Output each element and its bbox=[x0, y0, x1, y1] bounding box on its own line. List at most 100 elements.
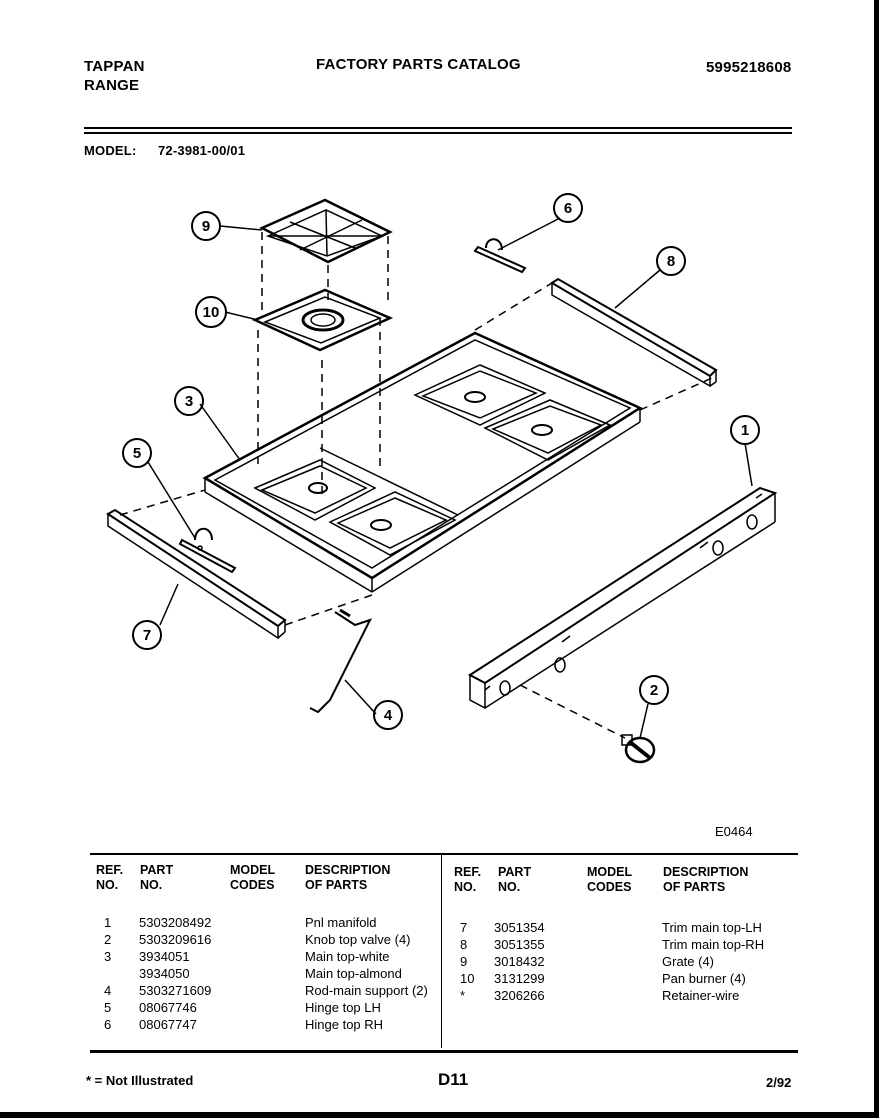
callout-10-marker: 10 bbox=[195, 296, 227, 328]
left-header-ref: REF.NO. bbox=[96, 863, 124, 892]
table-row: 3051354 bbox=[494, 920, 545, 935]
table-row: 5303208492 bbox=[139, 915, 212, 930]
callout-3-label: 3 bbox=[185, 393, 193, 410]
table-row: Trim main top-RH bbox=[662, 937, 765, 952]
exploded-parts-diagram: 9 10 3 5 7 6 8 1 2 4 bbox=[106, 193, 778, 764]
callout-1-marker: 1 bbox=[730, 415, 760, 445]
hinge-right-part bbox=[473, 238, 527, 274]
callout-5-label: 5 bbox=[133, 445, 141, 462]
right-header-ref: REF.NO. bbox=[454, 865, 482, 894]
model-label: MODEL: bbox=[84, 143, 137, 158]
main-top-part bbox=[202, 331, 643, 593]
table-row: 08067746 bbox=[139, 1000, 197, 1015]
left-ref-column: 1 2 3 4 5 6 bbox=[104, 914, 134, 1033]
trim-guide-lines bbox=[119, 282, 713, 626]
table-row: Pnl manifold bbox=[305, 915, 377, 930]
callout-8-marker: 8 bbox=[656, 246, 686, 276]
callout-9-label: 9 bbox=[202, 218, 210, 235]
trim-left-part bbox=[106, 508, 287, 640]
left-part-column: 5303208492 5303209616 3934051 3934050 53… bbox=[139, 914, 289, 1033]
callout-markers: 9 10 3 5 7 6 8 1 2 4 bbox=[122, 193, 760, 730]
table-row: 3 bbox=[104, 949, 112, 964]
callout-5-marker: 5 bbox=[122, 438, 152, 468]
footer-date: 2/92 bbox=[766, 1075, 792, 1090]
callout-1-label: 1 bbox=[741, 422, 749, 439]
table-row: 2 bbox=[104, 932, 112, 947]
callout-10-label: 10 bbox=[203, 304, 220, 321]
table-row: 6 bbox=[104, 1017, 112, 1032]
drawing-code: E0464 bbox=[715, 824, 753, 839]
manifold-panel-part bbox=[468, 486, 778, 710]
table-row: 08067747 bbox=[139, 1017, 197, 1032]
table-row: * bbox=[460, 988, 466, 1003]
trim-right-part bbox=[550, 277, 718, 388]
table-row: 8 bbox=[460, 937, 468, 952]
callout-7-label: 7 bbox=[143, 627, 151, 644]
table-row: Trim main top-LH bbox=[662, 920, 762, 935]
table-row: 10 bbox=[460, 971, 475, 986]
left-desc-column: Pnl manifold Knob top valve (4) Main top… bbox=[305, 914, 440, 1033]
table-row: 7 bbox=[460, 920, 468, 935]
right-ref-column: 7 8 9 10 * bbox=[460, 919, 490, 1004]
callout-4-label: 4 bbox=[384, 707, 393, 724]
table-row: Knob top valve (4) bbox=[305, 932, 411, 947]
brand-line-1: TAPPAN bbox=[84, 58, 145, 75]
table-row: Main top-almond bbox=[305, 966, 402, 981]
catalog-number: 5995218608 bbox=[706, 59, 792, 76]
callout-2-marker: 2 bbox=[639, 675, 669, 705]
table-row: 5303209616 bbox=[139, 932, 212, 947]
right-desc-column: Trim main top-LH Trim main top-RH Grate … bbox=[662, 919, 792, 1004]
footer-note: * = Not Illustrated bbox=[86, 1073, 194, 1088]
header-rule-top bbox=[84, 127, 792, 129]
callout-4-marker: 4 bbox=[373, 700, 403, 730]
callout-7-marker: 7 bbox=[132, 620, 162, 650]
table-row: 5 bbox=[104, 1000, 112, 1015]
table-row: Rod-main support (2) bbox=[305, 983, 428, 998]
right-part-column: 3051354 3051355 3018432 3131299 3206266 bbox=[494, 919, 644, 1004]
table-row: 3131299 bbox=[494, 971, 545, 986]
hinge-left-part bbox=[178, 527, 237, 574]
model-value: 72-3981-00/01 bbox=[158, 143, 246, 158]
catalog-title: FACTORY PARTS CATALOG bbox=[316, 56, 521, 73]
table-rule-top bbox=[90, 853, 798, 855]
table-row: 3206266 bbox=[494, 988, 545, 1003]
table-row: 4 bbox=[104, 983, 112, 998]
callout-6-label: 6 bbox=[564, 200, 572, 217]
header-rule-bottom bbox=[84, 132, 792, 134]
grate-guide-lines bbox=[257, 232, 389, 500]
callout-6-marker: 6 bbox=[553, 193, 583, 223]
table-row: Retainer-wire bbox=[662, 988, 740, 1003]
support-rod-part bbox=[309, 608, 372, 714]
callout-leaders bbox=[147, 217, 753, 739]
table-row: Main top-white bbox=[305, 949, 390, 964]
knob-part bbox=[519, 684, 656, 764]
table-rule-bottom bbox=[90, 1050, 798, 1053]
table-divider bbox=[441, 855, 442, 1048]
table-row: Grate (4) bbox=[662, 954, 715, 969]
callout-9-marker: 9 bbox=[191, 211, 221, 241]
table-row: 1 bbox=[104, 915, 112, 930]
table-row: Pan burner (4) bbox=[662, 971, 746, 986]
callout-8-label: 8 bbox=[667, 253, 675, 270]
table-row: Hinge top RH bbox=[305, 1017, 384, 1032]
grate-part bbox=[259, 198, 393, 264]
callout-2-label: 2 bbox=[650, 682, 658, 699]
callout-3-marker: 3 bbox=[174, 386, 204, 416]
brand-line-2: RANGE bbox=[84, 77, 140, 94]
table-row: 3934051 bbox=[139, 949, 190, 964]
table-row: Hinge top LH bbox=[305, 1000, 381, 1015]
table-row: 5303271609 bbox=[139, 983, 212, 998]
table-row: 3051355 bbox=[494, 937, 545, 952]
table-row bbox=[104, 965, 134, 982]
table-row: 3018432 bbox=[494, 954, 545, 969]
table-row: 9 bbox=[460, 954, 468, 969]
page-number: D11 bbox=[438, 1070, 469, 1089]
burner-pan-part bbox=[251, 288, 394, 352]
